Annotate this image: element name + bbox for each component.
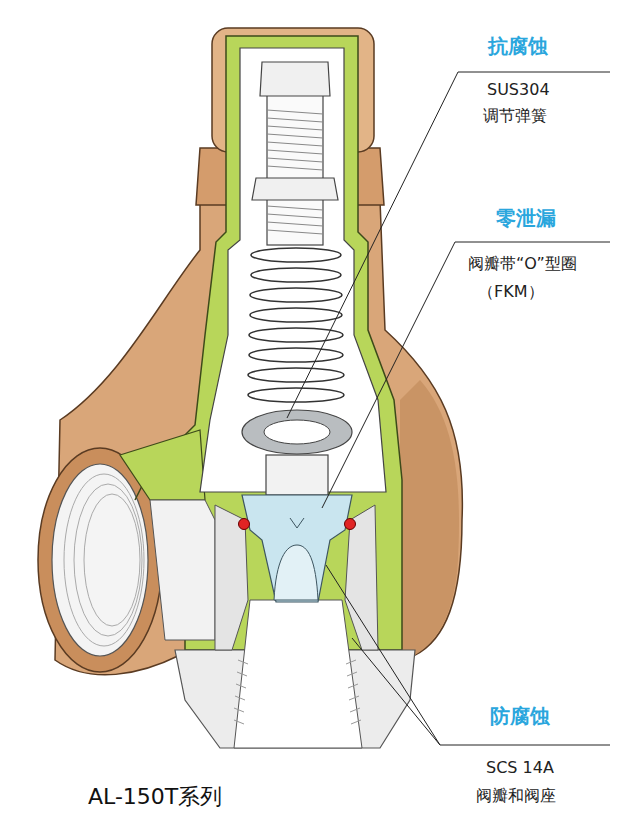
- body-shade: [400, 380, 459, 655]
- inlet-threads: [64, 474, 144, 646]
- callout-heading: 防腐蚀: [490, 704, 550, 728]
- cavity: [200, 48, 386, 492]
- spring: [248, 248, 344, 402]
- material-label: SCS 14A: [486, 758, 554, 777]
- screw-head: [260, 62, 330, 96]
- lock-nut: [252, 178, 338, 200]
- screw-threads: [267, 110, 323, 234]
- spring-seat: [266, 455, 328, 495]
- material-label: （FKM）: [478, 282, 544, 301]
- part-label: 阀瓣带“O”型圈: [468, 254, 577, 273]
- callout-heading: 零泄漏: [496, 206, 556, 230]
- series-caption: AL-150T系列: [88, 784, 222, 810]
- cut-face: [135, 36, 402, 650]
- nozzle-bore: [234, 600, 362, 748]
- disc-tip: [290, 518, 304, 528]
- callout-heading: 抗腐蚀: [488, 34, 548, 58]
- nozzle-threads: [234, 660, 361, 724]
- valve-disc: [242, 495, 352, 602]
- seat-right: [345, 505, 378, 650]
- o-ring: [345, 519, 356, 530]
- o-ring: [239, 519, 250, 530]
- spring-washer: [242, 410, 352, 454]
- washer-hole: [264, 420, 330, 444]
- part-label: 调节弹簧: [483, 106, 547, 125]
- inlet-port: [52, 464, 148, 656]
- cut-face-inlet: [120, 430, 205, 500]
- disc-hollow: [274, 545, 318, 600]
- adjusting-screw: [267, 95, 323, 245]
- part-label: 阀瓣和阀座: [476, 786, 556, 805]
- material-label: SUS304: [487, 80, 550, 99]
- inlet-passage: [150, 500, 215, 640]
- leader-lines: [287, 72, 610, 745]
